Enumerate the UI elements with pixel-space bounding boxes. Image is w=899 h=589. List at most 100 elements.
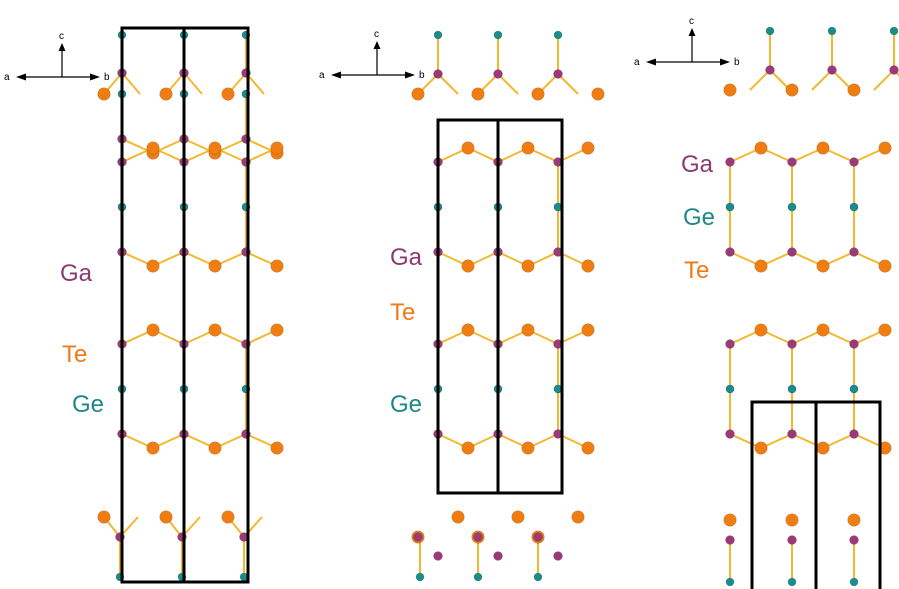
label-ga: Ga — [60, 260, 93, 287]
atom-te — [521, 141, 535, 155]
atom-te — [159, 510, 173, 524]
atom-ga — [413, 532, 423, 542]
atom-te — [221, 510, 235, 524]
atom-te — [146, 141, 160, 155]
axis-label-c: c — [689, 16, 694, 27]
atom-te — [461, 141, 475, 155]
bond — [749, 69, 771, 91]
axis-label-a: a — [4, 72, 10, 83]
atom-te — [785, 83, 799, 97]
atom-ga — [725, 157, 735, 167]
atom-ga — [725, 429, 735, 439]
atom-ga — [849, 535, 859, 545]
label-te: Te — [684, 257, 709, 284]
atom-ga — [827, 65, 837, 75]
atom-ge — [415, 572, 425, 582]
atom-ga — [765, 65, 775, 75]
atom-te — [816, 323, 830, 337]
atom-te — [97, 510, 111, 524]
b-arrowhead — [720, 58, 730, 66]
atom-ge — [533, 572, 543, 582]
axis-label-b: b — [419, 70, 425, 81]
atom-layer — [723, 26, 899, 587]
label-ge: Ge — [390, 391, 422, 418]
atom-te — [146, 441, 160, 455]
atom-ge — [725, 384, 735, 394]
label-ge: Ge — [683, 204, 715, 231]
label-te: Te — [390, 299, 415, 326]
c-arrowhead — [688, 28, 696, 36]
label-ge: Ge — [72, 391, 104, 418]
bond-layer — [103, 35, 278, 577]
atom-ge — [765, 26, 775, 36]
label-te: Te — [62, 341, 87, 368]
atom-ga — [849, 157, 859, 167]
atom-te — [581, 441, 595, 455]
atom-ge — [827, 26, 837, 36]
a-arrowhead — [16, 73, 26, 81]
c-arrowhead — [373, 41, 381, 49]
atom-ga — [787, 339, 797, 349]
atom-te — [816, 259, 830, 273]
atom-ga — [433, 551, 443, 561]
axis-label-b: b — [104, 72, 110, 83]
atom-te — [723, 83, 737, 97]
atom-ga — [787, 247, 797, 257]
bond — [873, 69, 895, 91]
atom-te — [723, 513, 737, 527]
atom-ga — [787, 157, 797, 167]
atom-te — [754, 141, 768, 155]
atom-te — [208, 141, 222, 155]
atom-te — [208, 323, 222, 337]
a-arrowhead — [331, 71, 341, 79]
atom-te — [221, 87, 235, 101]
unit-cell-box — [496, 118, 564, 495]
atom-ga — [473, 532, 483, 542]
atom-ga — [849, 339, 859, 349]
atom-te — [754, 441, 768, 455]
atom-te — [571, 510, 585, 524]
atom-te — [591, 87, 605, 101]
atom-ga — [553, 551, 563, 561]
bond — [811, 69, 833, 91]
atom-ge — [889, 26, 899, 36]
atom-ga — [493, 69, 503, 79]
atom-te — [511, 510, 525, 524]
atom-ga — [787, 535, 797, 545]
b-arrowhead — [405, 71, 415, 79]
axis-label-b: b — [734, 57, 740, 68]
atom-te — [581, 259, 595, 273]
label-ga: Ga — [390, 244, 423, 271]
atom-te — [461, 259, 475, 273]
atom-te — [785, 513, 799, 527]
unit-cell-outline — [436, 118, 564, 495]
unit-cell-box — [750, 400, 818, 589]
atom-te — [97, 87, 111, 101]
atom-te — [270, 323, 284, 337]
axis-label-c: c — [59, 31, 64, 42]
atom-te — [754, 259, 768, 273]
atom-te — [521, 259, 535, 273]
atom-te — [270, 259, 284, 273]
bond — [557, 73, 579, 95]
atom-te — [878, 323, 892, 337]
atom-te — [816, 141, 830, 155]
atom-ga — [725, 247, 735, 257]
atom-ga — [849, 429, 859, 439]
a-arrowhead — [646, 58, 656, 66]
atom-ge — [553, 30, 563, 40]
bond — [121, 72, 141, 95]
axis-label-a: a — [319, 70, 325, 81]
atom-ge — [725, 577, 735, 587]
atom-ge — [493, 30, 503, 40]
atom-ga — [849, 247, 859, 257]
atom-ga — [787, 429, 797, 439]
atom-te — [581, 141, 595, 155]
atom-ga — [533, 532, 543, 542]
b-arrowhead — [90, 73, 100, 81]
atom-te — [159, 87, 173, 101]
atom-te — [878, 141, 892, 155]
